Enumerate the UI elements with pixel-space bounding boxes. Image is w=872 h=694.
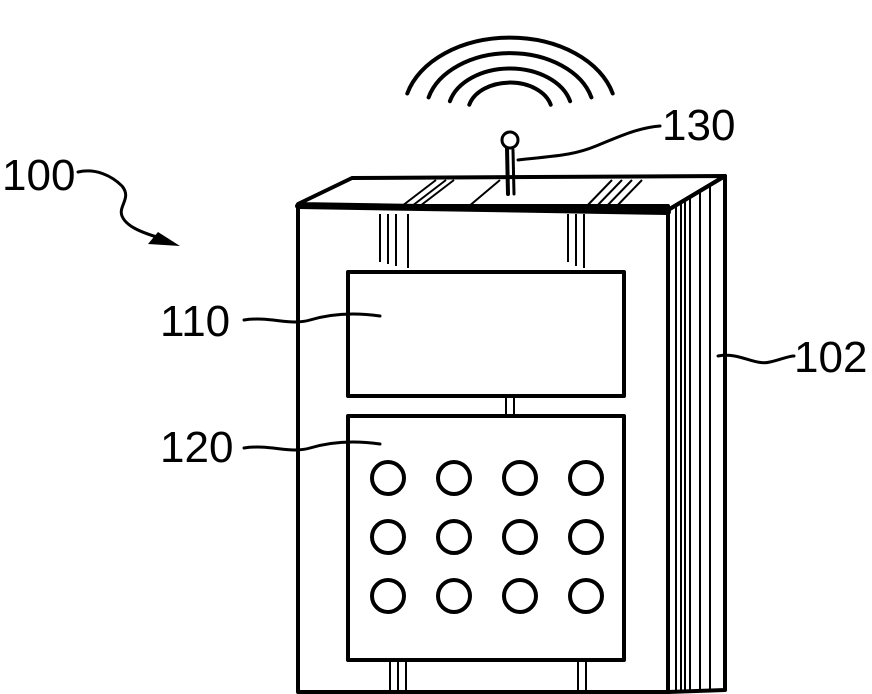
- front-shading: [380, 214, 586, 690]
- antenna-rod-2: [513, 150, 514, 194]
- keypad-key: [372, 521, 404, 553]
- display-screen: [348, 272, 624, 396]
- label-102: 102: [794, 333, 867, 382]
- leader-120: [244, 442, 380, 450]
- leader-100: [78, 171, 160, 238]
- label-110: 110: [160, 297, 230, 346]
- leader-130: [518, 126, 660, 160]
- keypad-key: [504, 521, 536, 553]
- leader-102: [718, 355, 794, 362]
- keypad-key: [372, 580, 404, 612]
- keypad-key: [438, 521, 470, 553]
- keypad-key: [372, 462, 404, 494]
- label-100: 100: [2, 151, 75, 200]
- keypad-key: [570, 521, 602, 553]
- keypad-key: [438, 462, 470, 494]
- side-shading: [676, 186, 710, 690]
- keypad-key: [570, 580, 602, 612]
- housing-front-face: [298, 206, 668, 692]
- keypad-key: [504, 580, 536, 612]
- wireless-signal-icon: [407, 38, 612, 105]
- arrowhead-100: [148, 232, 180, 246]
- keypad-keys: [372, 462, 602, 612]
- signal-arc: [450, 68, 570, 101]
- keypad-key: [504, 462, 536, 494]
- label-120: 120: [160, 423, 233, 472]
- signal-arc: [469, 83, 550, 105]
- antenna-rod: [507, 148, 508, 194]
- leader-110: [244, 314, 380, 322]
- signal-arc: [429, 53, 592, 97]
- keypad-key: [570, 462, 602, 494]
- keypad-key: [438, 580, 470, 612]
- keypad-panel: [348, 416, 624, 660]
- signal-arc: [407, 38, 612, 94]
- label-130: 130: [662, 101, 735, 150]
- antenna-tip: [502, 132, 518, 148]
